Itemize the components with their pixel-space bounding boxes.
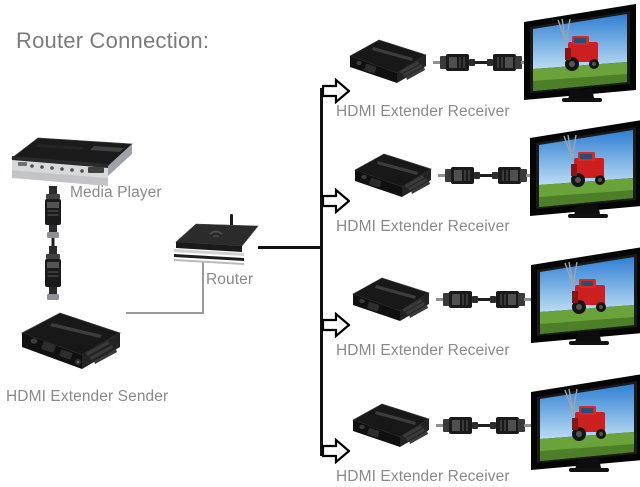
wire-sender-to-router-vertical — [202, 262, 204, 314]
hdmi-cable-pair — [436, 287, 532, 313]
router-device — [170, 214, 266, 268]
hdmi-cable-pair — [438, 163, 534, 189]
flat-screen-tv-icon — [531, 374, 640, 472]
hdmi-extender-receiver-label: HDMI Extender Receiver — [336, 103, 510, 120]
hdmi-extender-receiver-label: HDMI Extender Receiver — [336, 218, 510, 235]
hdmi-cable-pair — [436, 413, 532, 439]
hdmi-extender-sender-label: HDMI Extender Sender — [6, 388, 169, 405]
hdmi-extender-box-icon — [354, 153, 432, 197]
arrow-right-icon — [321, 187, 351, 215]
wire-sender-to-router-horizontal — [126, 312, 204, 314]
wire-router-to-trunk — [258, 246, 323, 249]
router-label: Router — [206, 271, 254, 288]
hdmi-extender-box-icon — [352, 403, 430, 447]
wifi-router-icon — [174, 214, 259, 265]
hdmi-extender-receiver-device — [345, 34, 431, 86]
media-player-label: Media Player — [70, 184, 162, 201]
media-player-box-icon — [11, 137, 133, 186]
hdmi-extender-box-icon — [21, 312, 121, 369]
hdmi-extender-box-icon — [349, 39, 427, 83]
flat-screen-tv-icon — [530, 120, 640, 218]
hdmi-cable-pair-icon — [433, 54, 529, 71]
flat-screen-tv — [529, 245, 640, 353]
wire-trunk-vertical — [320, 88, 323, 456]
hdmi-extender-receiver-device — [348, 398, 434, 450]
flat-screen-tv-icon — [531, 247, 640, 345]
flat-screen-tv — [522, 2, 640, 110]
media-player-device — [8, 128, 136, 193]
hdmi-cable-pair-icon — [438, 167, 534, 184]
hdmi-extender-receiver-label: HDMI Extender Receiver — [336, 342, 510, 359]
flat-screen-tv-icon — [524, 4, 636, 102]
hdmi-cable-pair — [433, 50, 529, 76]
arrow-right-icon — [321, 437, 351, 465]
arrow-right-icon — [321, 77, 351, 105]
flat-screen-tv — [529, 372, 640, 480]
hdmi-extender-box-icon — [352, 277, 430, 321]
hdmi-extender-sender-device — [16, 305, 126, 377]
hdmi-cable-vertical-icon — [45, 186, 61, 300]
hdmi-cable-pair-icon — [436, 291, 532, 308]
media-player-to-sender-cable — [38, 186, 74, 308]
hdmi-extender-receiver-label: HDMI Extender Receiver — [336, 468, 510, 485]
flat-screen-tv — [528, 118, 640, 226]
page-title: Router Connection: — [16, 28, 210, 53]
hdmi-cable-pair-icon — [436, 417, 532, 434]
hdmi-extender-receiver-device — [350, 148, 436, 200]
hdmi-extender-receiver-device — [348, 272, 434, 324]
arrow-right-icon — [321, 311, 351, 339]
